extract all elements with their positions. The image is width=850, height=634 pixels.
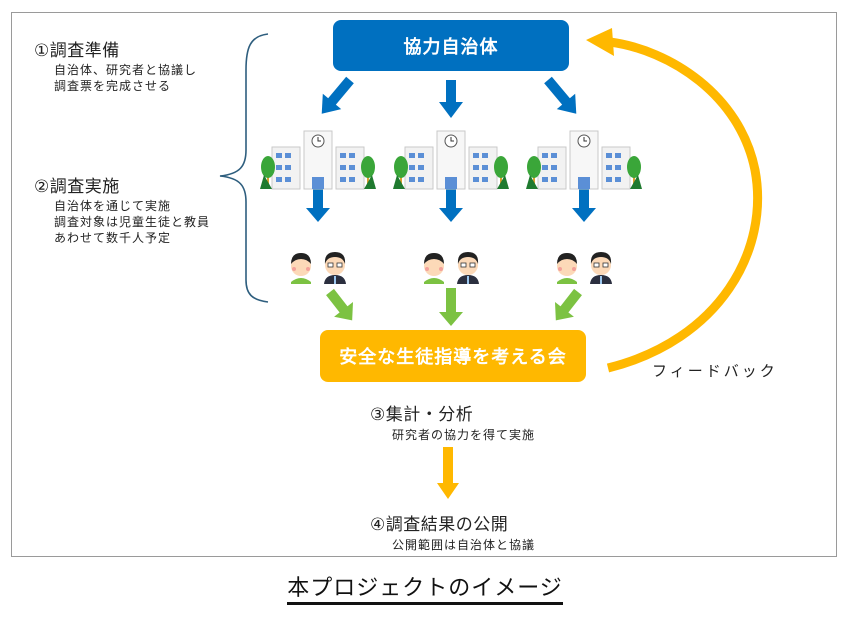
step-2-line-2: 調査対象は児童生徒と教員 <box>54 215 211 229</box>
safety-guidance-meeting-box: 安全な生徒指導を考える会 <box>320 330 586 382</box>
step-3-title: ③集計・分析 <box>370 405 474 425</box>
student-teacher-pair <box>291 252 346 284</box>
arrow-down-left-icon <box>321 76 354 114</box>
feedback-label: フィードバック <box>652 362 778 380</box>
step-2-line-3: あわせて数千人予定 <box>54 231 172 245</box>
teacher-icon <box>324 252 346 284</box>
blue-arrows <box>306 76 596 222</box>
student-icon <box>424 253 444 284</box>
feedback-arrow <box>606 37 763 373</box>
step-3-line-1: 研究者の協力を得て実施 <box>392 428 536 442</box>
partner-municipality-box: 協力自治体 <box>333 20 569 71</box>
student-teacher-pair <box>424 252 479 284</box>
arrow-down-right-icon <box>544 76 577 114</box>
step-1-line-1: 自治体、研究者と協議し <box>54 63 198 77</box>
step-4-line-1: 公開範囲は自治体と協議 <box>392 538 536 552</box>
step-2-title: ②調査実施 <box>34 177 120 197</box>
feedback-arrowhead-icon <box>586 28 614 56</box>
arrow-down-icon <box>439 80 463 118</box>
diagram-frame <box>11 12 837 557</box>
arrow-down-icon <box>439 188 463 222</box>
student-teacher-pair <box>557 252 612 284</box>
brace-icon <box>219 33 269 303</box>
student-icon <box>291 253 311 284</box>
arrow-down-icon <box>306 188 330 222</box>
arrow-down-icon <box>439 288 463 326</box>
school-building-icon <box>260 130 376 190</box>
teacher-icon <box>590 252 612 284</box>
caption-text: 本プロジェクトのイメージ <box>287 576 563 605</box>
arrow-down-icon <box>437 447 459 499</box>
green-arrows <box>326 288 582 326</box>
school-building-icon <box>393 130 509 190</box>
student-icon <box>557 253 577 284</box>
arrow-down-right-icon <box>326 288 354 321</box>
figure-caption: 本プロジェクトのイメージ <box>0 570 850 605</box>
step-2-line-1: 自治体を通じて実施 <box>54 199 172 213</box>
teacher-icon <box>457 252 479 284</box>
arrow-down-left-icon <box>554 288 582 321</box>
step-1-line-2: 調査票を完成させる <box>54 79 172 93</box>
step-1-title: ①調査準備 <box>34 41 120 61</box>
step-4-title: ④調査結果の公開 <box>370 515 509 535</box>
arrow-down-icon <box>572 188 596 222</box>
school-building-icon <box>526 130 642 190</box>
